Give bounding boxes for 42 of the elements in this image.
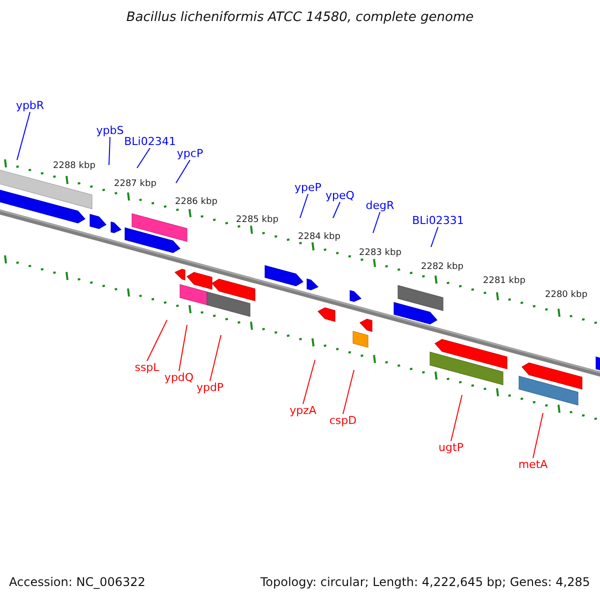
leader-line	[332, 202, 340, 218]
leader-line	[136, 148, 150, 168]
leader-line	[302, 360, 316, 404]
leader-line	[430, 226, 438, 248]
scale-label: 2281 kbp	[483, 277, 526, 286]
gene-label: ypdP	[196, 382, 224, 393]
leader-line	[146, 320, 168, 362]
gene-label: ypdQ	[164, 372, 194, 383]
scale-label: 2283 kbp	[359, 249, 402, 258]
scale-label: 2280 kbp	[545, 291, 588, 300]
leader-line	[16, 112, 30, 160]
gene-label: ypeP	[294, 182, 322, 193]
gene-label: metA	[518, 459, 548, 470]
title: Bacillus licheniformis ATCC 14580, complete genome	[125, 11, 475, 24]
accession-label: Accession: NC_006322	[9, 576, 146, 588]
scale-label: 2286 kbp	[175, 198, 218, 207]
genome-info-label: Topology: circular; Length: 4,222,645 bp; Genes: 4,285	[260, 576, 590, 588]
leader-line	[532, 412, 544, 458]
leader-line	[210, 334, 222, 382]
scale-label: 2287 kbp	[114, 180, 156, 189]
scale-label: 2284 kbp	[298, 233, 340, 242]
scale-label: 2282 kbp	[421, 263, 464, 272]
gene-label: ypbR	[16, 100, 44, 111]
scale-label: 2288 kbp	[53, 162, 96, 171]
leader-line	[300, 194, 308, 218]
gene-label: ugtP	[438, 442, 464, 453]
scale-label: 2285 kbp	[236, 216, 278, 225]
gene-label: ypbS	[96, 125, 124, 136]
gene-label: sspL	[134, 362, 160, 373]
leader-line	[450, 394, 462, 442]
leader-line	[342, 370, 354, 414]
gene-label: BLi02341	[124, 136, 176, 147]
leader-line	[178, 324, 188, 372]
gene-label: BLi02331	[412, 215, 464, 226]
gene-label: cspD	[329, 415, 357, 426]
leader-line	[108, 136, 110, 166]
gene-label: ypcP	[176, 148, 204, 159]
leader-line	[372, 212, 380, 234]
gene-label: ypeQ	[326, 190, 354, 201]
gene-label: degR	[366, 200, 394, 211]
leader-line	[176, 160, 190, 184]
gene-label: ypzA	[290, 405, 316, 416]
